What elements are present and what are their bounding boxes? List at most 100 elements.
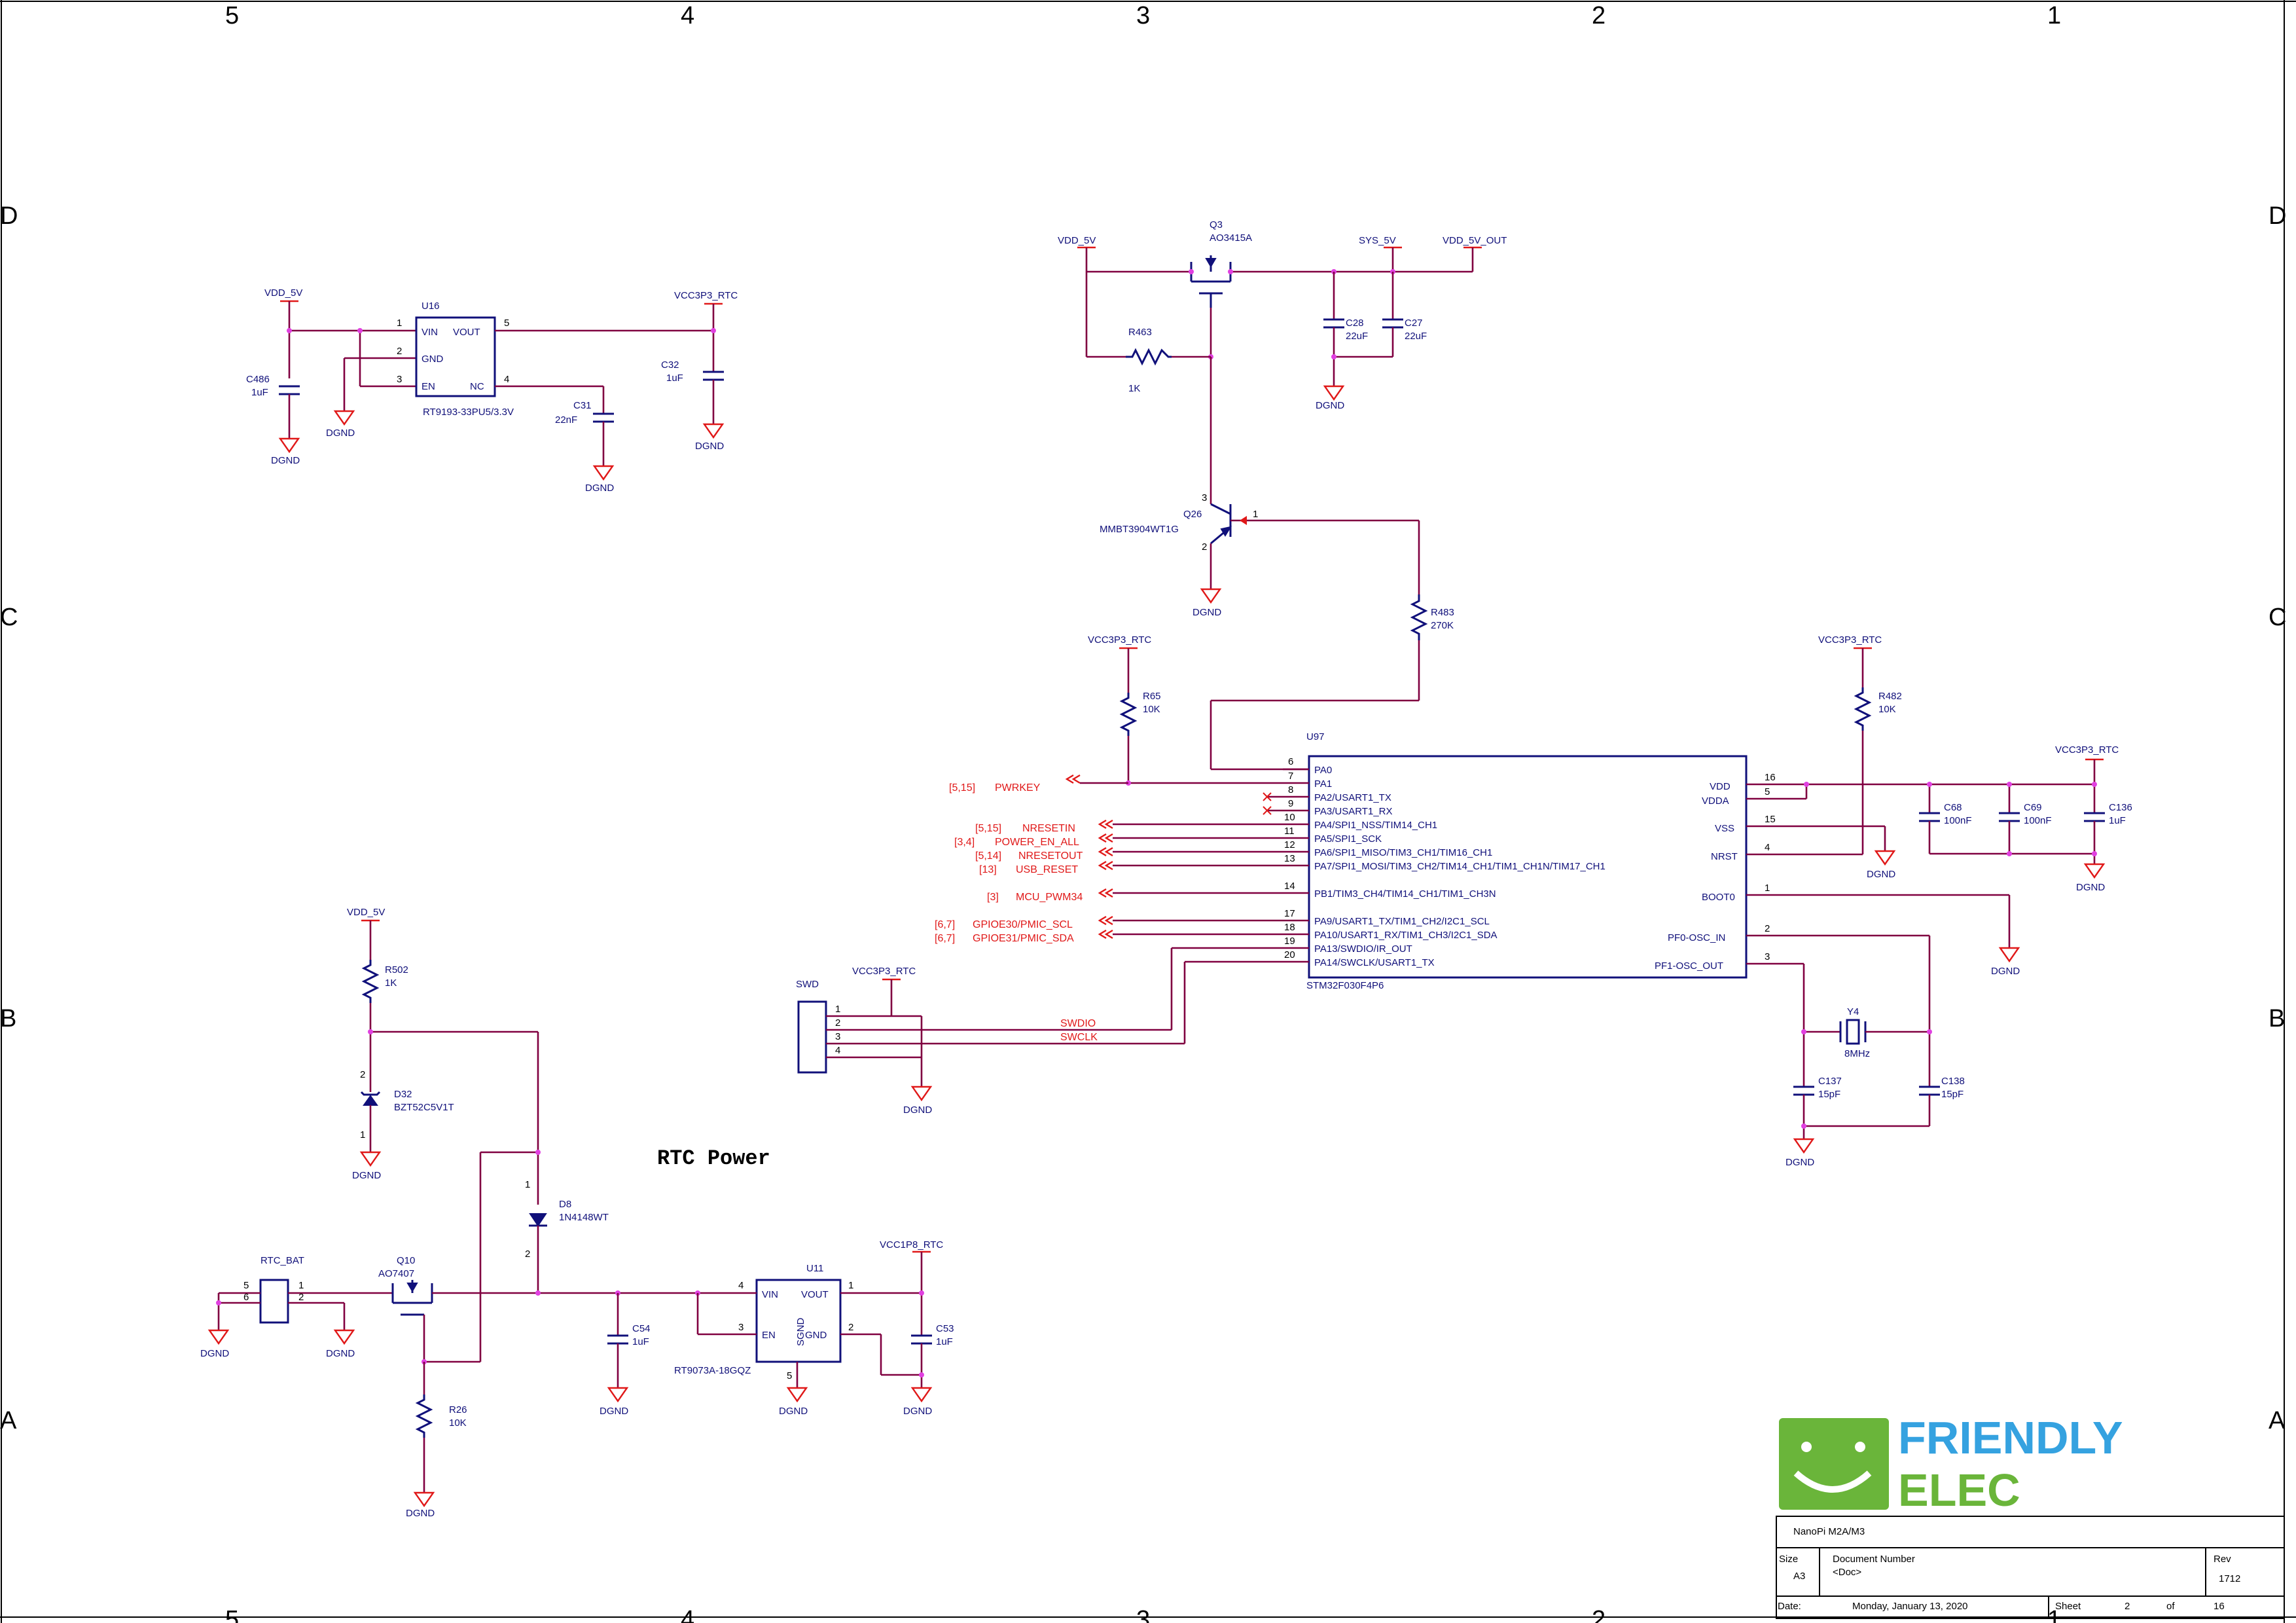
svg-text:PA14/SWCLK/USART1_TX: PA14/SWCLK/USART1_TX: [1314, 957, 1435, 968]
svg-text:[6,7]: [6,7]: [935, 933, 955, 944]
pin-num: 2: [1202, 541, 1207, 553]
svg-text:13: 13: [1284, 853, 1295, 864]
svg-text:PA2/USART1_TX: PA2/USART1_TX: [1314, 792, 1391, 803]
c68-ref: C68: [1944, 802, 1962, 813]
c54-ref: C54: [632, 1323, 651, 1334]
c28-val: 22uF: [1346, 331, 1368, 342]
svg-text:PA7/SPI1_MOSI/TIM3_CH2/TIM14_C: PA7/SPI1_MOSI/TIM3_CH2/TIM14_CH1/TIM1_CH…: [1314, 861, 1605, 872]
logo-line2: ELEC: [1898, 1465, 2020, 1516]
c27-ref: C27: [1405, 318, 1423, 329]
dgnd-label: DGND: [200, 1348, 229, 1359]
rtc-bat-ref: RTC_BAT: [260, 1255, 304, 1266]
power-switch-block: VDD_5V Q3 AO3415A SYS_5V VDD_5V_OUT R463: [1058, 219, 1507, 771]
svg-text:BOOT0: BOOT0: [1702, 892, 1735, 903]
vcc3p3-rtc-label: VCC3P3_RTC: [1818, 634, 1882, 646]
svg-text:1: 1: [360, 1129, 365, 1140]
svg-text:[5,14]: [5,14]: [975, 850, 1001, 862]
border-row-labels: D C B A D C B A: [0, 202, 2286, 1434]
r26-ref: R26: [449, 1404, 467, 1415]
row-label-left: C: [0, 604, 18, 631]
c31-val: 22nF: [555, 414, 577, 426]
svg-text:16: 16: [1765, 772, 1776, 783]
swclk-label: SWCLK: [1060, 1032, 1098, 1043]
r463-ref: R463: [1128, 327, 1152, 338]
port-pmic-scl: GPIOE30/PMIC_SCL: [973, 919, 1073, 930]
dgnd-label: DGND: [1193, 607, 1221, 618]
c68-val: 100nF: [1944, 815, 1972, 826]
q3-ref: Q3: [1210, 219, 1223, 230]
vdd5v-out-label: VDD_5V_OUT: [1443, 235, 1507, 246]
pin-num: 1: [1253, 509, 1258, 520]
svg-text:VDDA: VDDA: [1702, 795, 1729, 807]
col-label-top: 1: [2047, 2, 2061, 29]
r483-ref: R483: [1431, 607, 1454, 618]
pin-num: 3: [397, 374, 402, 385]
d32-ref: D32: [394, 1089, 412, 1100]
svg-text:3: 3: [738, 1322, 744, 1333]
svg-text:3: 3: [1765, 951, 1770, 962]
c28-ref: C28: [1346, 318, 1364, 329]
svg-text:3: 3: [835, 1031, 840, 1042]
r463-val: 1K: [1128, 383, 1140, 394]
row-label-right: B: [2269, 1005, 2285, 1032]
c136-val: 1uF: [2109, 815, 2126, 826]
dgnd-label: DGND: [903, 1104, 932, 1116]
no-connect-marks: [1263, 792, 1272, 815]
u11-ref: U11: [806, 1263, 823, 1274]
col-label-bottom: 3: [1136, 1606, 1150, 1623]
swdio-label: SWDIO: [1060, 1018, 1096, 1029]
port-ref: [5,15]: [949, 782, 975, 793]
col-label-top: 5: [225, 2, 239, 29]
u97-right-pins: VDD 16 VDDA 5 VSS 15 NRST 4 BOOT0 1 PF0-…: [1655, 772, 2094, 972]
svg-text:9: 9: [1288, 798, 1293, 809]
r26-val: 10K: [449, 1417, 467, 1429]
col-label-top: 2: [1592, 2, 1605, 29]
u97-ref: U97: [1306, 731, 1325, 742]
svg-text:PA1: PA1: [1314, 778, 1332, 790]
svg-text:PA5/SPI1_SCK: PA5/SPI1_SCK: [1314, 833, 1382, 845]
svg-text:15: 15: [1765, 814, 1776, 825]
c31-ref: C31: [573, 400, 592, 411]
dgnd-label: DGND: [326, 428, 355, 439]
row-label-left: D: [0, 202, 18, 230]
svg-text:PB1/TIM3_CH4/TIM14_CH1/TIM1_CH: PB1/TIM3_CH4/TIM14_CH1/TIM1_CH3N: [1314, 888, 1496, 900]
svg-text:11: 11: [1284, 826, 1295, 837]
rev-label: Rev: [2214, 1554, 2231, 1565]
dgnd-label: DGND: [600, 1406, 628, 1417]
svg-text:7: 7: [1288, 771, 1293, 782]
svg-text:4: 4: [1765, 842, 1770, 853]
sheet-total: 16: [2214, 1601, 2225, 1612]
pin-num: 3: [1202, 492, 1207, 503]
section-title: RTC Power: [657, 1146, 770, 1171]
c32-ref: C32: [661, 359, 679, 371]
dgnd-label: DGND: [271, 455, 300, 466]
dgnd-label: DGND: [1867, 869, 1895, 880]
row-label-left: A: [0, 1407, 17, 1434]
pin-num: 4: [504, 374, 509, 385]
port-mcu-pwm34: MCU_PWM34: [1016, 892, 1083, 903]
c54-val: 1uF: [632, 1336, 649, 1347]
col-label-bottom: 4: [681, 1606, 694, 1623]
u16-block: VDD_5V 1 2 3 U16 VIN GND EN VOUT NC RT91…: [246, 287, 738, 466]
port-power-en-all: POWER_EN_ALL: [995, 837, 1079, 848]
c69-val: 100nF: [2024, 815, 2052, 826]
u97-block: U97 STM32F030F4P6 6 PA0 7 PA1 8 PA2/USAR…: [1088, 634, 2132, 1139]
dgnd-label: DGND: [1785, 1157, 1814, 1168]
r483-val: 270K: [1431, 620, 1454, 631]
d8-part: 1N4148WT: [559, 1212, 609, 1223]
svg-text:2: 2: [848, 1322, 853, 1333]
svg-text:VDD: VDD: [1710, 781, 1731, 792]
dgnd-label: DGND: [326, 1348, 355, 1359]
c486-val: 1uF: [251, 387, 268, 398]
c486-ref: C486: [246, 374, 270, 385]
u11-pin-en: EN: [762, 1330, 776, 1341]
svg-text:20: 20: [1284, 949, 1295, 960]
q26-part: MMBT3904WT1G: [1100, 524, 1179, 535]
svg-text:14: 14: [1284, 881, 1295, 892]
svg-text:19: 19: [1284, 936, 1295, 947]
vdd5v-label: VDD_5V: [1058, 235, 1096, 246]
svg-text:12: 12: [1284, 839, 1295, 850]
svg-text:VSS: VSS: [1715, 823, 1734, 834]
docnum-label: Document Number: [1833, 1554, 1915, 1565]
